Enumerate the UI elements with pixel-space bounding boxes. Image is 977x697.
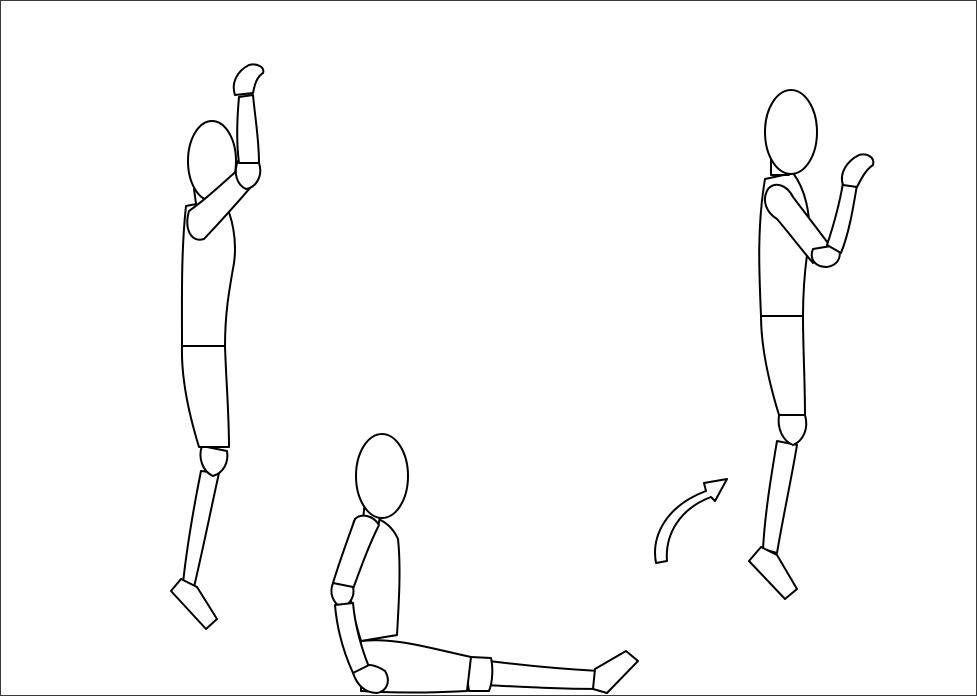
figure1-lower-leg [183,471,219,587]
figure1-elbow [236,161,260,189]
figure-standing-arm-overhead [171,64,263,629]
figure1-hand [234,64,264,95]
figure3-thigh [761,316,805,415]
curved-arrow-shape [655,479,727,563]
figure3-forearm [827,183,857,253]
figure2-head [356,434,408,518]
figure-sitting [331,434,638,693]
figure3-foot [749,547,797,599]
figure2-foot [593,651,638,693]
figure-standing-arm-forward [749,90,873,599]
figure1-thigh [182,346,229,447]
figure3-hand [842,154,873,187]
figure1-forearm [237,95,259,163]
figure3-head [765,90,817,174]
figure1-foot [171,579,217,629]
figure3-knee [779,415,807,445]
figure2-lower-leg [485,661,601,689]
curved-arrow-icon [655,479,727,563]
figure3-lower-leg [763,441,797,553]
